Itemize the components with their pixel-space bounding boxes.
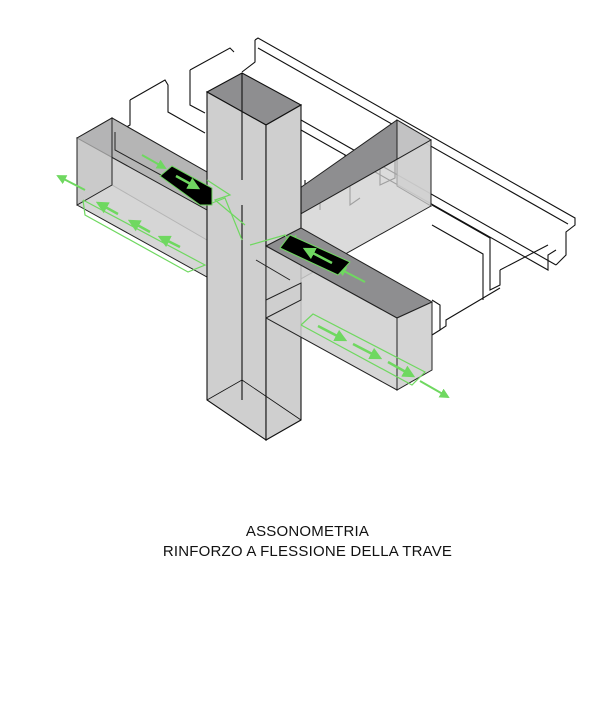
- frp-reinforcement-left: [56, 154, 246, 273]
- anchor-plate-right: [279, 234, 351, 276]
- caption-subtitle: RINFORZO A FLESSIONE DELLA TRAVE: [162, 543, 453, 560]
- anchor-plate-left: [159, 165, 213, 206]
- caption-title: ASSONOMETRIA: [245, 523, 370, 540]
- left-beam: [75, 117, 208, 278]
